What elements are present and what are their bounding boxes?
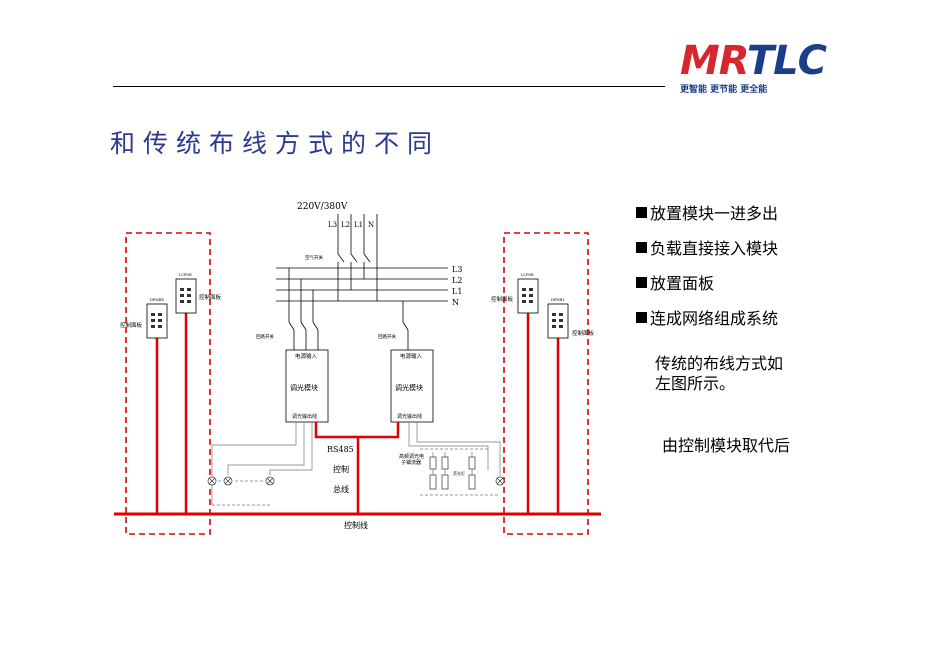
bus-label-control: 控制 bbox=[333, 464, 349, 474]
phase-buses bbox=[276, 267, 448, 302]
list-item: 负载直接接入模块 bbox=[636, 235, 778, 270]
phase-label-l2: L2 bbox=[452, 276, 462, 285]
panel-right-2 bbox=[547, 303, 569, 339]
panel-label-right-2: 控制面板 bbox=[572, 329, 595, 337]
module2-name: 调光模块 bbox=[395, 383, 423, 392]
panel-drop-lines bbox=[155, 313, 560, 514]
module1-feed bbox=[288, 268, 319, 350]
left-panel-group-box bbox=[125, 232, 211, 535]
panel-right-1-code: LCP6H bbox=[521, 273, 534, 277]
ballast-label-2: 子镇流器 bbox=[401, 459, 421, 466]
module1-input-label: 电源输入 bbox=[295, 352, 318, 360]
logo-wordmark: MRTLC bbox=[680, 38, 827, 84]
lamp-icons-left bbox=[207, 476, 275, 486]
phase-label-l3-top: L3 bbox=[328, 221, 337, 229]
bullet-square-icon bbox=[636, 242, 647, 253]
branch-switch-label-1: 回路开关 bbox=[256, 333, 274, 340]
panel-label-left-1: 控制面板 bbox=[120, 321, 143, 329]
panel-label-left-2: 控制面板 bbox=[199, 293, 222, 301]
right-panel-group-box bbox=[503, 232, 589, 535]
panel-right-2-code: DPMB1 bbox=[551, 298, 565, 302]
bullet-square-icon bbox=[636, 312, 647, 323]
page-title: 和传统布线方式的不同 bbox=[110, 129, 441, 158]
module2-output-label: 调光输出线 bbox=[397, 413, 422, 420]
list-item-text: 放置面板 bbox=[650, 274, 715, 293]
phase-label-l1: L1 bbox=[452, 287, 462, 296]
ballast-lamp-icons bbox=[429, 456, 505, 490]
list-item-text: 放置模块一进多出 bbox=[650, 204, 779, 223]
rs485-label: RS485 bbox=[327, 445, 354, 454]
list-item-text: 连成网络组成系统 bbox=[650, 309, 779, 328]
panel-left-1 bbox=[146, 303, 168, 339]
traditional-wiring-note: 传统的布线方式如 左图所示。 bbox=[655, 354, 825, 394]
bus-label-bus: 总线 bbox=[333, 484, 349, 494]
list-item-text: 负载直接接入模块 bbox=[650, 239, 779, 258]
bullet-square-icon bbox=[636, 207, 647, 218]
phase-label-n: N bbox=[452, 298, 459, 307]
module1-name: 调光模块 bbox=[290, 383, 318, 392]
bullet-square-icon bbox=[636, 277, 647, 288]
panel-right-1 bbox=[517, 278, 539, 314]
phase-label-l2-top: L2 bbox=[341, 221, 350, 229]
branch-switch-label-2: 回路开关 bbox=[378, 333, 396, 340]
module1-output-label: 调光输出线 bbox=[292, 413, 317, 420]
air-breaker-label: 空气开关 bbox=[305, 254, 323, 261]
panel-buttons bbox=[151, 288, 563, 328]
list-item: 连成网络组成系统 bbox=[636, 305, 778, 340]
lamp-label: 荧光灯 bbox=[453, 470, 465, 476]
rs485-bus bbox=[314, 422, 400, 514]
panel-left-2 bbox=[175, 278, 197, 314]
module2-feed bbox=[402, 301, 409, 350]
logo-red-part: MR bbox=[680, 38, 748, 84]
module1-load-wiring bbox=[211, 422, 313, 506]
feature-list: 放置模块一进多出 负载直接接入模块 放置面板 连成网络组成系统 bbox=[636, 200, 778, 340]
company-logo: MRTLC 更智能 更节能 更全能 bbox=[680, 38, 850, 96]
ballast-label-1: 高频调光电 bbox=[399, 453, 424, 460]
phase-label-n-top: N bbox=[368, 221, 374, 229]
panel-left-2-code: LCP6H bbox=[179, 273, 192, 277]
header-rule bbox=[113, 86, 665, 87]
phase-label-l3: L3 bbox=[452, 265, 462, 274]
module2-input-label: 电源输入 bbox=[400, 352, 423, 360]
note-line-1: 传统的布线方式如 bbox=[655, 354, 784, 373]
logo-tagline: 更智能 更节能 更全能 bbox=[680, 85, 768, 95]
dimming-module-2 bbox=[390, 349, 434, 423]
list-item: 放置模块一进多出 bbox=[636, 200, 778, 235]
dimming-module-1 bbox=[285, 349, 329, 423]
phase-label-l1-top: L1 bbox=[354, 221, 363, 229]
replacement-note: 由控制模块取代后 bbox=[662, 436, 791, 455]
control-line-label: 控制线 bbox=[344, 520, 368, 530]
panel-left-1-code: DPMBX bbox=[150, 298, 164, 302]
panel-label-right-1: 控制面板 bbox=[491, 295, 514, 303]
list-item: 放置面板 bbox=[636, 270, 778, 305]
logo-blue-part: TLC bbox=[746, 38, 827, 84]
note-line-2: 左图所示。 bbox=[655, 374, 736, 393]
phase-feeders bbox=[337, 214, 378, 301]
supply-voltage-label: 220V/380V bbox=[297, 202, 348, 212]
